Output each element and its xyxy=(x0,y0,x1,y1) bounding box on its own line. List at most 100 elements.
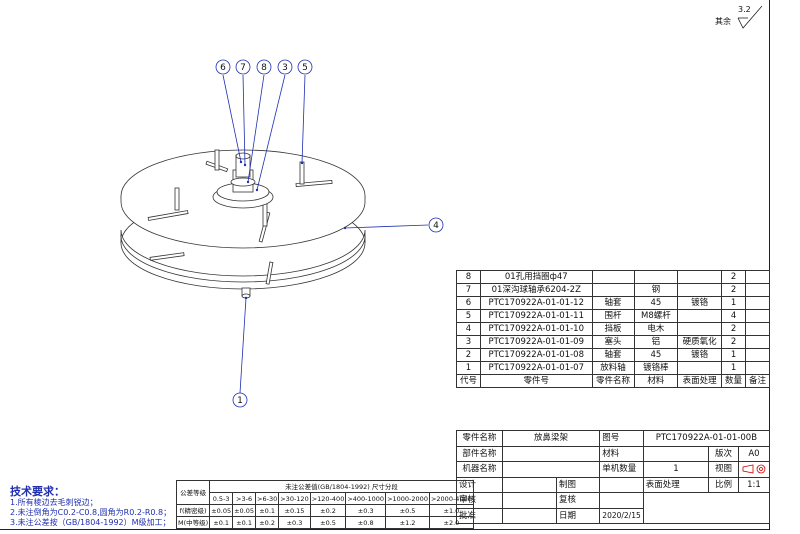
leader-lines xyxy=(222,74,429,394)
balloon-6 xyxy=(215,59,231,75)
tolerance-range-cell: >2000-4000 xyxy=(428,492,474,505)
balloon-3 xyxy=(277,59,293,75)
bom-cell xyxy=(633,270,679,284)
bom-cell: 挡板 xyxy=(591,322,635,336)
tech-requirement-line: 3.未注公差按（GB/1804-1992）M级加工； xyxy=(10,518,171,527)
bom-cell: 钢 xyxy=(633,283,679,297)
surface-label: 表面处理 xyxy=(642,476,710,493)
bom-cell: 轴套 xyxy=(591,296,635,310)
bom-cell: 4 xyxy=(456,322,481,336)
bom-header-cell: 零件名称 xyxy=(591,374,635,388)
bom-header-cell: 代号 xyxy=(456,374,481,388)
tech-requirement-line: 2.未注倒角为C0.2-C0.8,圆角为R0.2-R0.8； xyxy=(10,508,172,517)
revision-label: 版次 xyxy=(708,445,739,462)
balloon-8-label: 8 xyxy=(261,63,267,73)
bom-cell xyxy=(677,309,723,323)
drafting-value xyxy=(599,476,644,493)
material-value xyxy=(642,445,710,462)
tolerance-value-cell: ±0.1 xyxy=(255,504,280,517)
bom-cell: 2 xyxy=(721,270,746,284)
tolerance-range-cell: >3-6 xyxy=(232,492,257,505)
recheck-label: 复核 xyxy=(556,492,601,509)
tolerance-range-cell: >6-30 xyxy=(255,492,280,505)
balloon-4-label: 4 xyxy=(433,221,439,231)
bom-cell xyxy=(745,361,770,375)
balloon-1 xyxy=(232,392,248,408)
bom-cell xyxy=(677,361,723,375)
tolerance-grade-label: 公差等级 xyxy=(175,480,211,505)
bom-cell: 轴套 xyxy=(591,348,635,362)
bom-cell: PTC170922A-01-01-07 xyxy=(479,361,593,375)
balloon-5-label: 5 xyxy=(302,63,308,73)
tolerance-value-cell: ±0.3 xyxy=(345,504,387,517)
bom-header-cell: 材料 xyxy=(633,374,679,388)
title-block: 零件名称 放鼻梁架 图号 PTC170922A-01-01-00B 部件名称 材… xyxy=(456,430,771,524)
bom-cell: 镀铬 xyxy=(677,348,723,362)
bom-cell: 镀铬 xyxy=(677,296,723,310)
bom-cell: 1 xyxy=(721,348,746,362)
tolerance-value-cell: ±0.05 xyxy=(209,504,234,517)
bom-header-cell: 表面处理 xyxy=(677,374,723,388)
drawing-no-label: 图号 xyxy=(599,430,644,447)
tolerance-value-cell: ±0.2 xyxy=(255,516,280,529)
drawing-no-value: PTC170922A-01-01-00B xyxy=(642,430,771,447)
tolerance-value-cell: ±0.3 xyxy=(278,516,311,529)
bom-cell: 2 xyxy=(456,348,481,362)
scale-label: 比例 xyxy=(708,476,739,493)
bom-header-cell: 备注 xyxy=(745,374,770,388)
bom-cell: PTC170922A-01-01-12 xyxy=(479,296,593,310)
bom-cell xyxy=(745,296,770,310)
tolerance-value-cell: ±2.0 xyxy=(428,516,474,529)
bom-cell: 2 xyxy=(721,335,746,349)
drawing-frame xyxy=(0,0,770,530)
tolerance-value-cell: ±0.5 xyxy=(385,504,430,517)
balloon-8 xyxy=(256,59,272,75)
unit-qty-label: 单机数量 xyxy=(599,461,644,478)
review-value xyxy=(501,492,558,509)
bom-cell: 塞头 xyxy=(591,335,635,349)
approve-value xyxy=(501,507,558,524)
bom-cell: M8螺杆 xyxy=(633,309,679,323)
bom-cell: 3 xyxy=(456,335,481,349)
guide-rods xyxy=(174,149,305,227)
date-value: 2020/2/15 xyxy=(599,507,644,524)
bom-cell xyxy=(745,309,770,323)
bom-cell: 01孔用挡圈ф47 xyxy=(479,270,593,284)
bom-cell: 1 xyxy=(456,361,481,375)
bom-cell: 1 xyxy=(721,296,746,310)
roughness-label: 其余 xyxy=(715,17,731,26)
tolerance-title: 未注公差值(GB/1804-1992) 尺寸分段 xyxy=(209,480,474,493)
bom-cell: 围杆 xyxy=(591,309,635,323)
part-name-value: 放鼻梁架 xyxy=(501,430,601,447)
bom-cell: 2 xyxy=(721,283,746,297)
bom-cell: 4 xyxy=(721,309,746,323)
balloon-5 xyxy=(297,59,313,75)
tolerance-range-cell: >400-1000 xyxy=(345,492,387,505)
design-value xyxy=(501,476,558,493)
bom-cell xyxy=(745,322,770,336)
bom-cell xyxy=(677,322,723,336)
bom-cell xyxy=(745,335,770,349)
drafting-label: 制图 xyxy=(556,476,601,493)
shaft-end xyxy=(241,287,251,299)
bom-cell: PTC170922A-01-01-09 xyxy=(479,335,593,349)
tolerance-range-cell: >120-400 xyxy=(309,492,347,505)
bom-cell xyxy=(677,283,723,297)
bom-cell: 8 xyxy=(456,270,481,284)
bom-cell: 1 xyxy=(721,361,746,375)
part-name-label: 零件名称 xyxy=(456,430,503,447)
bom-cell: PTC170922A-01-01-10 xyxy=(479,322,593,336)
unit-qty-value: 1 xyxy=(642,461,710,478)
bom-cell xyxy=(745,283,770,297)
view-label: 视图 xyxy=(708,461,739,478)
tolerance-value-cell: ±0.1 xyxy=(209,516,234,529)
bom-cell: 5 xyxy=(456,309,481,323)
balloon-7-label: 7 xyxy=(240,63,246,73)
